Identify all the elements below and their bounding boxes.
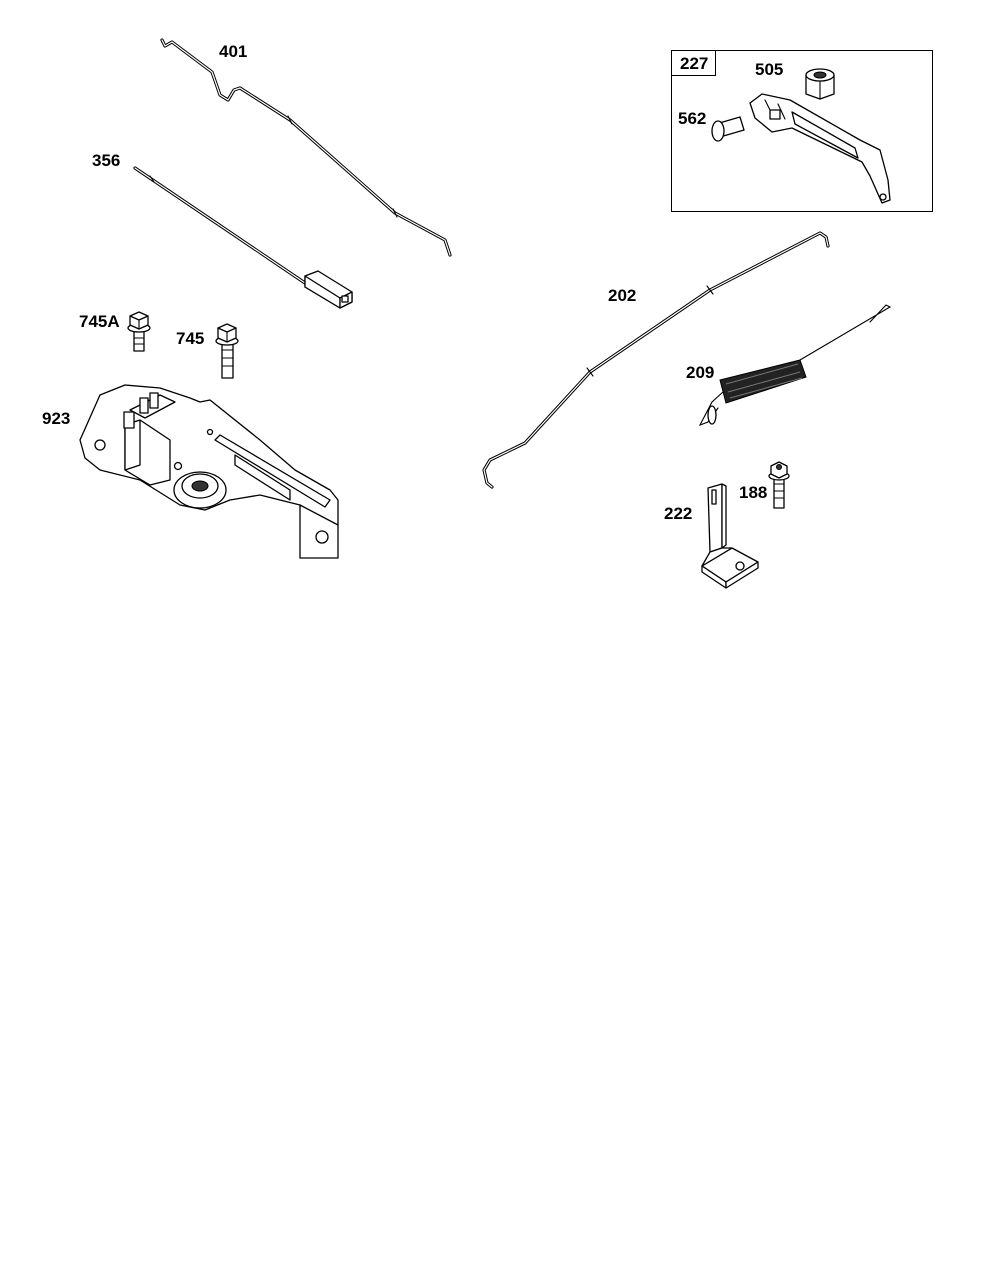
callout-209[interactable]: 209 — [686, 363, 715, 382]
part-562-rivet-drawing — [711, 116, 745, 142]
part-745-bolt-drawing — [215, 323, 239, 379]
part-745a-bolt-drawing — [127, 311, 151, 352]
part-401-link-rod-drawing — [160, 38, 452, 257]
callout-188[interactable]: 188 — [739, 483, 768, 502]
part-923-control-bracket-drawing — [79, 384, 339, 559]
kit-227-label-box — [671, 50, 716, 76]
part-505-bushing-drawing — [805, 68, 835, 100]
part-356-choke-wire-drawing — [133, 166, 353, 309]
callout-356[interactable]: 356 — [92, 151, 121, 170]
part-188-bolt-drawing — [768, 461, 790, 509]
part-202-link-rod-drawing — [482, 231, 830, 489]
callout-745a[interactable]: 745A — [79, 312, 120, 331]
callout-745[interactable]: 745 — [176, 329, 205, 348]
callout-401[interactable]: 401 — [219, 42, 248, 61]
callout-227[interactable]: 227 — [680, 54, 709, 73]
kit-227-box — [671, 50, 933, 212]
callout-202[interactable]: 202 — [608, 286, 637, 305]
callout-222[interactable]: 222 — [664, 504, 693, 523]
callout-923[interactable]: 923 — [42, 409, 71, 428]
callout-562[interactable]: 562 — [678, 109, 707, 128]
part-209-spring-drawing — [698, 304, 892, 427]
part-227-throttle-lever-drawing — [749, 93, 891, 204]
callout-505[interactable]: 505 — [755, 60, 784, 79]
part-222-bracket-drawing — [701, 483, 759, 589]
